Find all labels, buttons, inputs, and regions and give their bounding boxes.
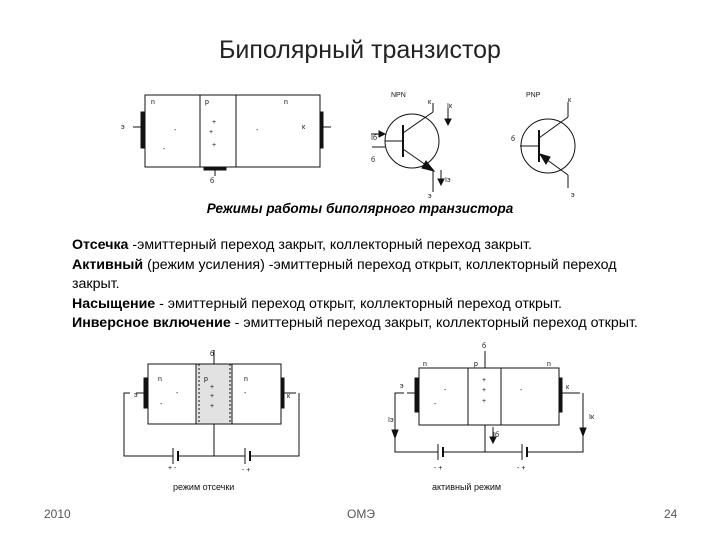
modes-list: Отсечка -эмиттерный переход закрыт, колл… (72, 236, 652, 334)
mode-name: Насыщение (72, 295, 156, 312)
active-charge: + (482, 398, 486, 405)
cutoff-label-n-left: n (158, 376, 162, 383)
footer-page-number: 24 (664, 507, 678, 521)
mode-inverse: Инверсное включение - эмиттерный переход… (72, 314, 652, 334)
footer-org: ОМЭ (347, 507, 375, 521)
pnp-label-k: к (568, 97, 572, 104)
npn-label-ib: Iб (371, 134, 377, 142)
page-title: Биполярный транзистор (219, 36, 501, 64)
top-structure (133, 94, 331, 176)
mode-description: (режим усиления) -эмиттерный переход отк… (72, 256, 617, 293)
top-collector-contact (319, 111, 324, 149)
mode-active: Активный (режим усиления) -эмиттерный пе… (72, 256, 652, 295)
top-charge: - (256, 127, 259, 134)
mode-cutoff: Отсечка -эмиттерный переход закрыт, колл… (72, 236, 652, 256)
cutoff-label-base: б (210, 350, 214, 358)
mode-description: -эмиттерный переход закрыт, коллекторный… (128, 237, 532, 253)
active-charge: + (482, 387, 486, 394)
cutoff-charge: - (160, 401, 163, 408)
mode-name: Инверсное включение (72, 315, 231, 331)
mode-name: Активный (72, 256, 144, 273)
active-label-emitter: э (400, 383, 404, 390)
footer-year: 2010 (44, 507, 71, 521)
npn-transistor-symbol (371, 103, 452, 192)
active-charge: - (434, 401, 437, 408)
cutoff-label-emitter: э (134, 392, 138, 399)
mode-description: - эмиттерный переход открыт, коллекторны… (155, 295, 562, 312)
cutoff-label-n-right: n (244, 376, 248, 383)
active-label-n-right: n (547, 361, 551, 368)
top-label-n-right: n (284, 99, 288, 106)
npn-label-e: э (428, 193, 432, 200)
top-base-contact (203, 166, 227, 171)
active-label-ik: Iк (589, 414, 595, 421)
top-charge: - (174, 127, 177, 134)
top-label-emitter: э (121, 124, 125, 131)
top-charge: + (212, 142, 216, 149)
cutoff-label-p: p (204, 376, 208, 383)
active-label-base: б (482, 342, 486, 350)
top-emitter-contact (140, 111, 145, 149)
active-charge: - (444, 387, 447, 394)
active-label-n-left: n (423, 361, 427, 368)
top-label-p: p (205, 99, 209, 106)
active-caption: активный режим (432, 482, 501, 492)
active-label-collector: к (566, 384, 570, 391)
pnp-transistor-symbol (520, 102, 576, 188)
cutoff-caption: режим отсечки (173, 482, 234, 492)
cutoff-charge: + (210, 384, 214, 391)
pnp-type-label: PNP (526, 92, 541, 99)
cutoff-charge: - (176, 390, 179, 397)
npn-label-ie: Iэ (445, 177, 451, 184)
active-label-p: p (474, 361, 478, 368)
mode-description: - эмиттерный переход закрыт, коллекторны… (230, 315, 638, 331)
mode-saturation: Насыщение - эмиттерный переход открыт, к… (72, 295, 652, 315)
active-charge: - (520, 387, 523, 394)
active-mode-circuit (391, 351, 587, 460)
pnp-label-b: б (511, 135, 515, 143)
active-battery2-polarity: - + (517, 465, 525, 472)
active-battery1-polarity: - + (434, 465, 442, 472)
cutoff-battery1-polarity: + - (168, 465, 177, 472)
active-charge: + (482, 377, 486, 384)
active-label-ie: Iэ (388, 417, 394, 424)
cutoff-charge: + (210, 403, 214, 410)
cutoff-battery2-polarity: - + (242, 467, 250, 474)
cutoff-label-collector: к (287, 393, 291, 400)
npn-type-label: NPN (391, 92, 406, 99)
cutoff-mode-circuit (123, 350, 300, 464)
active-label-ib: Iб (493, 431, 499, 439)
pnp-label-e: э (571, 192, 575, 199)
cutoff-base-region (195, 363, 233, 425)
top-label-n-left: n (151, 99, 155, 106)
modes-heading: Режимы работы биполярного транзистора (206, 201, 514, 216)
active-structure-body (418, 367, 560, 426)
npn-label-k: к (428, 99, 432, 106)
cutoff-charge: + (210, 393, 214, 400)
top-label-collector: к (302, 124, 306, 131)
top-charge: + (212, 119, 216, 126)
npn-label-b: б (371, 156, 375, 164)
npn-label-ik: Iк (447, 103, 453, 110)
top-structure-body (144, 94, 321, 168)
top-label-base: б (210, 177, 214, 185)
cutoff-charge: - (244, 390, 247, 397)
top-charge: + (209, 129, 213, 136)
top-charge: - (163, 146, 166, 153)
mode-name: Отсечка (72, 237, 129, 253)
